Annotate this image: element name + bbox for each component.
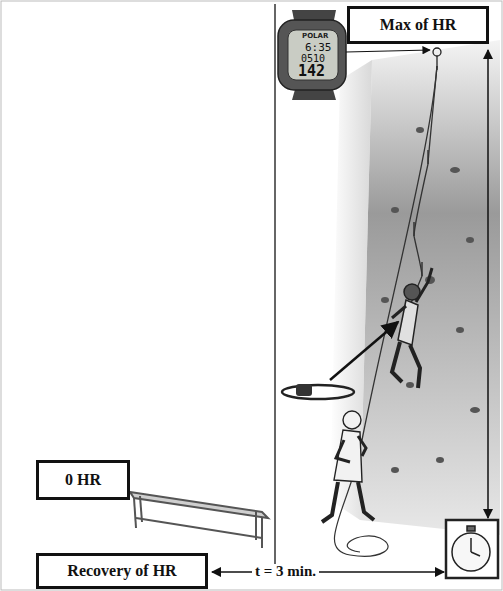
watch-display-text: POLAR: [302, 33, 328, 40]
box-text: Recovery of HR: [67, 562, 176, 580]
label-box: Max of HR: [347, 6, 489, 44]
watch-display-text: 142: [298, 64, 325, 79]
box-text: 0 HR: [65, 471, 101, 489]
watch-display-text: 6:35: [305, 42, 332, 53]
box-text: Max of HR: [380, 16, 456, 34]
label-box: 0 HR: [36, 460, 130, 500]
label-box: Recovery of HR: [36, 553, 208, 589]
time-label: t = 3 min.: [252, 564, 319, 579]
watch-display-text: 0510: [301, 54, 325, 64]
